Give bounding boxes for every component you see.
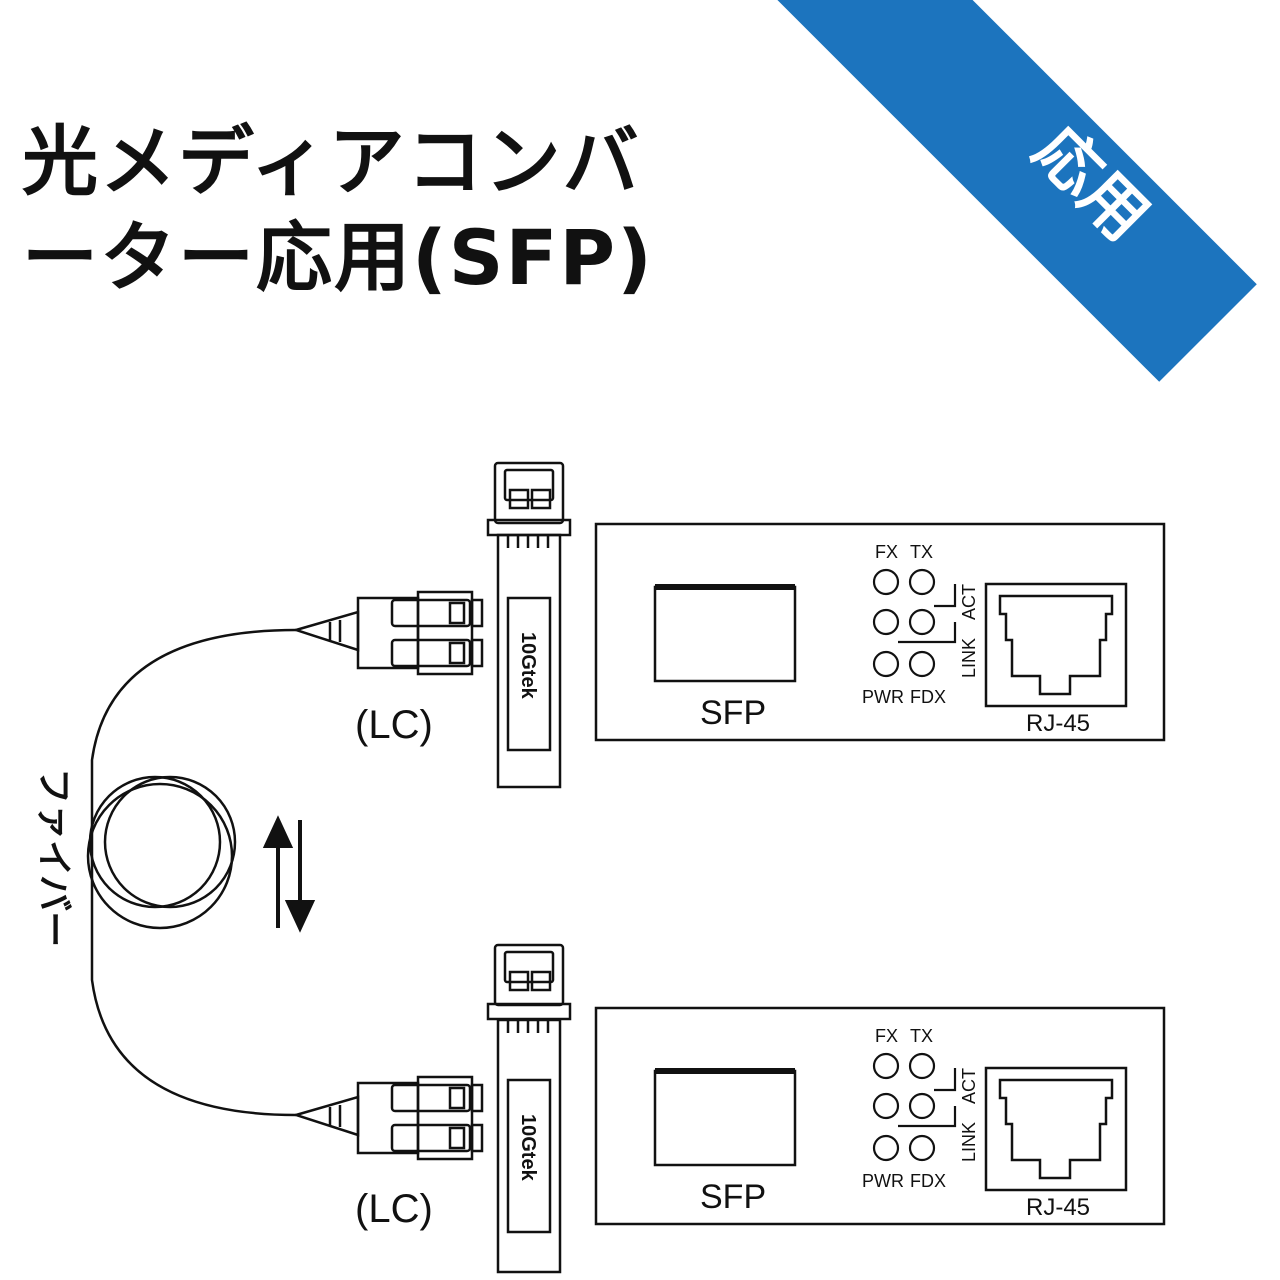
fiber-label-text: ファイバー: [33, 768, 74, 947]
converter-box: [594, 1006, 1166, 1226]
fiber-cable: [86, 628, 297, 1117]
sfp-module: [486, 461, 572, 789]
led-act: ACT: [959, 584, 979, 620]
led-pwr: PWR: [862, 1171, 904, 1191]
page-title-line1: 光メディアコンバ: [22, 117, 641, 206]
led-link: LINK: [959, 1122, 979, 1162]
converter-box: [594, 522, 1166, 742]
page-title-line2: ーター応用(SFP): [22, 213, 654, 302]
led-link: LINK: [959, 638, 979, 678]
led-act: ACT: [959, 1068, 979, 1104]
led-tx: TX: [910, 1026, 933, 1046]
sfp-port-label: SFP: [700, 694, 766, 732]
led-fx: FX: [875, 1026, 898, 1046]
led-fdx: FDX: [910, 1171, 946, 1191]
lc-label: (LC): [355, 1187, 433, 1231]
lc-connector: [291, 1075, 484, 1161]
rj45-label: RJ-45: [1026, 710, 1090, 737]
led-panel: [872, 1052, 957, 1162]
led-fdx: FDX: [910, 687, 946, 707]
rj45-label: RJ-45: [1026, 1194, 1090, 1221]
led-tx: TX: [910, 542, 933, 562]
unit-bottom: (LC) 10Gtek SFP: [291, 943, 1166, 1274]
unit-top: (LC) 10Gtek SFP: [291, 461, 1166, 789]
sfp-brand: 10Gtek: [517, 1114, 539, 1182]
rj45-port: [984, 582, 1128, 708]
bidirectional-arrow-icon: [262, 815, 316, 933]
lc-connector: [291, 590, 484, 676]
lc-label: (LC): [355, 703, 433, 747]
led-panel: [872, 568, 957, 678]
sfp-brand: 10Gtek: [517, 632, 539, 700]
sfp-module: [486, 943, 572, 1274]
fiber-label: ファイバー: [33, 768, 74, 947]
sfp-port-label: SFP: [700, 1178, 766, 1216]
led-fx: FX: [875, 542, 898, 562]
rj45-port: [984, 1066, 1128, 1192]
led-pwr: PWR: [862, 687, 904, 707]
